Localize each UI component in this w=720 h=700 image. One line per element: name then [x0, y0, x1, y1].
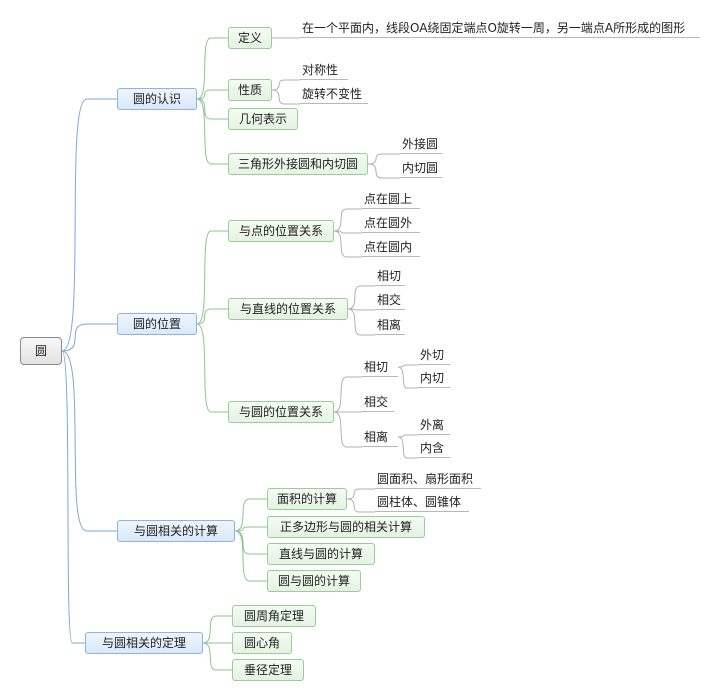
connector-leaf-line-separate [347, 308, 375, 336]
leaf-point-outside: 点在圆外 [362, 213, 420, 233]
connector-leaf-circle-tangent [333, 376, 362, 413]
branch-circle-calculation[interactable]: 与圆相关的计算 [117, 520, 235, 542]
topic-area-calculation[interactable]: 面积的计算 [267, 488, 347, 510]
connector-leaf-incircle [367, 163, 400, 179]
topic-definition[interactable]: 定义 [228, 27, 272, 49]
leaf-cylinder-cone: 圆柱体、圆锥体 [375, 492, 469, 512]
leaf-line-intersect: 相交 [375, 290, 405, 310]
connector-leaf-circle-sector-area [346, 488, 375, 500]
leaf-circumcircle: 外接圆 [400, 134, 442, 154]
topic-central-angle[interactable]: 圆心角 [232, 632, 292, 654]
connector-topic-perpendicular-diameter [202, 642, 232, 671]
root-node[interactable]: 圆 [20, 337, 62, 365]
branch-circle-position[interactable]: 圆的位置 [117, 313, 197, 335]
connector-topic-geometric-representation [196, 98, 228, 120]
leaf-circle-sector-area: 圆面积、扇形面积 [375, 469, 481, 489]
topic-triangle-circles[interactable]: 三角形外接圆和内切圆 [228, 153, 368, 175]
connector-leaf-circumcircle [367, 153, 400, 165]
topic-line-relation[interactable]: 与直线的位置关系 [228, 298, 348, 320]
connector-leaf-circle-separate [333, 411, 362, 448]
connector-leaf-internal-contain [397, 436, 418, 459]
leaf-circle-intersect: 相交 [362, 392, 394, 412]
connector-branch-circle-position [61, 323, 117, 352]
connector-leaf-symmetry [271, 79, 300, 91]
topic-polygon-calculation[interactable]: 正多边形与圆的相关计算 [267, 516, 425, 538]
leaf-symmetry: 对称性 [300, 60, 348, 80]
connector-leaf-cylinder-cone [346, 498, 375, 513]
leaf-external-tangent: 外切 [418, 345, 450, 365]
leaf-incircle: 内切圆 [400, 158, 442, 178]
connector-branch-circle-basics [61, 98, 117, 352]
connector-topic-properties [196, 89, 228, 100]
topic-perpendicular-diameter[interactable]: 垂径定理 [232, 659, 304, 681]
leaf-circle-separate: 相离 [362, 427, 398, 447]
topic-geometric-representation[interactable]: 几何表示 [228, 108, 298, 130]
topic-circle-circle-calculation[interactable]: 圆与圆的计算 [267, 570, 361, 592]
connector-topic-inscribed-angle [202, 615, 232, 644]
connector-leaf-external-tangent [397, 364, 418, 368]
topic-inscribed-angle[interactable]: 圆周角定理 [232, 605, 316, 627]
connector-topic-polygon-calculation [234, 526, 267, 532]
connector-leaf-point-outside [333, 230, 362, 234]
leaf-definition-text: 在一个平面内，线段OA绕固定端点O旋转一周，另一端点A所形成的图形 [300, 18, 700, 38]
leaf-internal-contain: 内含 [418, 438, 450, 458]
branch-circle-basics[interactable]: 圆的认识 [117, 88, 197, 110]
connector-topic-point-relation [196, 230, 228, 325]
connector-leaf-point-inside [333, 230, 362, 258]
connector-leaf-rotation-invariance [271, 89, 300, 105]
connector-leaf-line-tangent [347, 285, 375, 310]
connector-branch-circle-calculation [61, 350, 117, 532]
connector-topic-circle-circle-calculation [234, 530, 267, 582]
leaf-line-tangent: 相切 [375, 266, 405, 286]
leaf-circle-tangent: 相切 [362, 357, 398, 377]
connector-topic-circle-relation [196, 323, 228, 413]
leaf-internal-tangent: 内切 [418, 368, 450, 388]
connector-leaf-internal-tangent [397, 366, 418, 389]
branch-circle-theorems[interactable]: 与圆相关的定理 [85, 632, 203, 654]
connector-branch-circle-theorems [61, 350, 85, 644]
connector-topic-triangle-circles [196, 98, 228, 165]
topic-circle-relation[interactable]: 与圆的位置关系 [228, 401, 334, 423]
leaf-rotation-invariance: 旋转不变性 [300, 84, 368, 104]
topic-line-circle-calculation[interactable]: 直线与圆的计算 [267, 543, 375, 565]
connector-topic-definition [196, 37, 228, 100]
connector-topic-line-relation [196, 308, 228, 325]
topic-point-relation[interactable]: 与点的位置关系 [228, 220, 334, 242]
leaf-point-inside: 点在圆内 [362, 237, 420, 257]
leaf-external-separate: 外离 [418, 415, 450, 435]
connector-leaf-line-intersect [347, 308, 375, 311]
connector-topic-area-calculation [234, 498, 267, 532]
connector-leaf-external-separate [397, 434, 418, 438]
leaf-point-on-circle: 点在圆上 [362, 189, 420, 209]
connector-leaf-point-on-circle [333, 208, 362, 232]
topic-properties[interactable]: 性质 [228, 79, 272, 101]
leaf-line-separate: 相离 [375, 315, 405, 335]
